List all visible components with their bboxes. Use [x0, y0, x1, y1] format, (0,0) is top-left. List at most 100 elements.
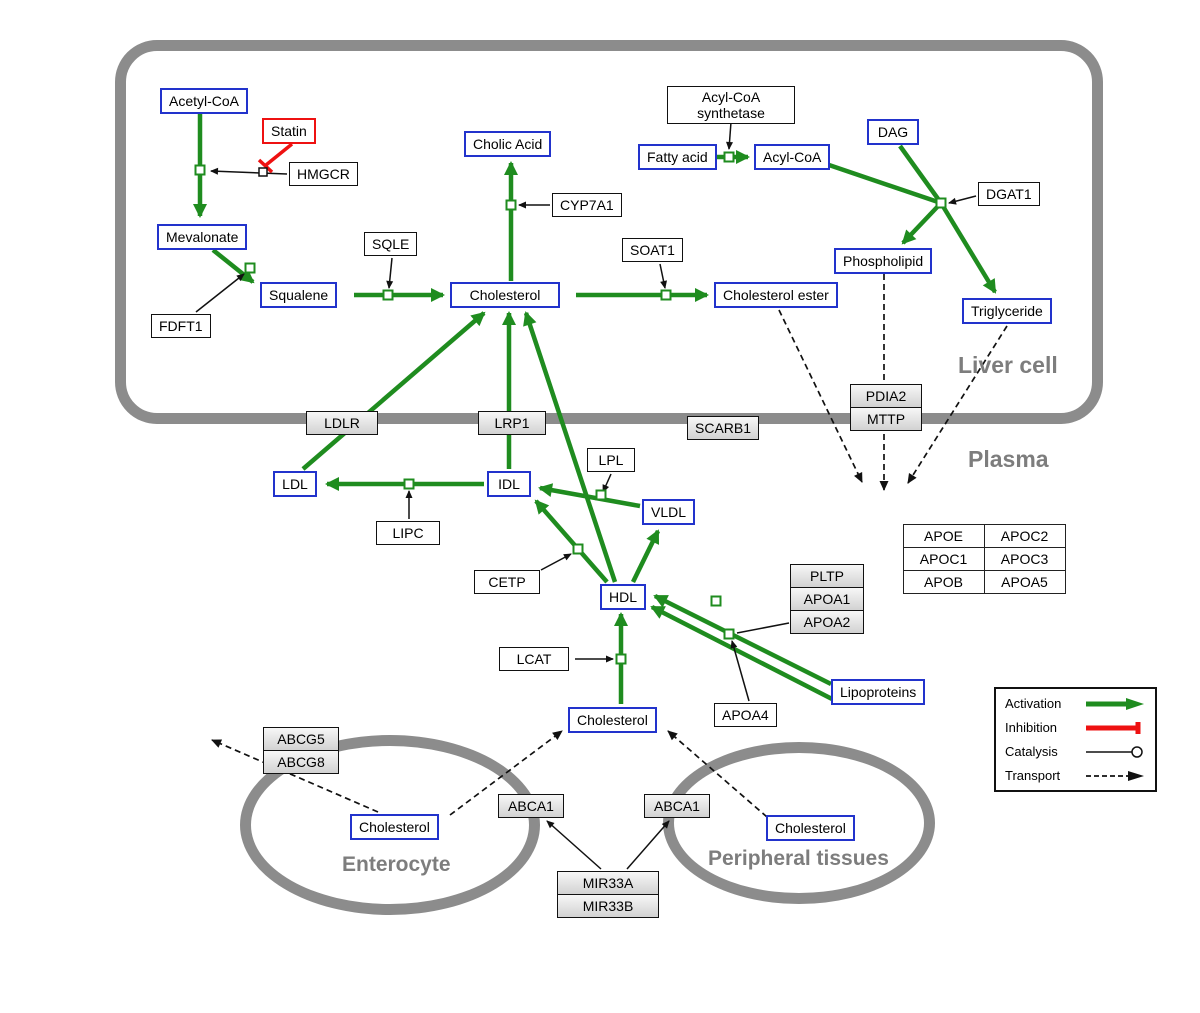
peripheral-tissues-label: Peripheral tissues [708, 847, 889, 870]
legend-row-catalysis: Catalysis [1005, 744, 1146, 759]
node-acyl-coa-synthetase[interactable]: Acyl-CoA synthetase [667, 86, 795, 124]
legend-row-inhibition: Inhibition [1005, 720, 1146, 735]
node-soat1[interactable]: SOAT1 [622, 238, 683, 262]
node-scarb1[interactable]: SCARB1 [687, 416, 760, 440]
node-lipoproteins[interactable]: Lipoproteins [831, 679, 926, 705]
node-cholic-acid[interactable]: Cholic Acid [464, 131, 552, 157]
node-vldl[interactable]: VLDL [642, 499, 696, 525]
node-mevalonate[interactable]: Mevalonate [157, 224, 248, 250]
node-dgat1[interactable]: DGAT1 [978, 182, 1040, 206]
node-lrp1[interactable]: LRP1 [478, 411, 546, 435]
node-squalene[interactable]: Squalene [260, 282, 338, 308]
node-sqle[interactable]: SQLE [364, 232, 418, 256]
node-idl[interactable]: IDL [487, 471, 531, 497]
edge-hdl-idl-via-cetp [534, 499, 609, 584]
edge-catalysis-lpl [602, 473, 612, 493]
edge-catalysis-cetp [540, 553, 572, 571]
edge-catalysis-dgat1 [948, 195, 977, 205]
node-mttp[interactable]: MTTP [851, 407, 921, 430]
node-apoa2[interactable]: APOA2 [791, 610, 863, 633]
reaction-node [615, 653, 627, 665]
reaction-node [710, 595, 722, 607]
node-cholesterol-plasma[interactable]: Cholesterol [568, 707, 657, 733]
reaction-node [723, 151, 735, 163]
stack-pdia2-mttp: PDIA2 MTTP [850, 384, 922, 431]
node-mir33a[interactable]: MIR33A [558, 872, 658, 894]
node-abca1-right[interactable]: ABCA1 [644, 794, 710, 818]
node-ldlr[interactable]: LDLR [306, 411, 378, 435]
node-hmgcr[interactable]: HMGCR [289, 162, 358, 186]
node-lcat[interactable]: LCAT [499, 647, 569, 671]
reaction-node [403, 478, 415, 490]
edge-mevalonate-squalene [211, 248, 255, 284]
legend-transport-label: Transport [1005, 768, 1061, 783]
node-apoa1[interactable]: APOA1 [791, 587, 863, 610]
activation-arrow-icon [1086, 697, 1144, 710]
node-statin[interactable]: Statin [262, 118, 316, 144]
apo-cell[interactable]: APOB [902, 569, 985, 594]
node-pdia2[interactable]: PDIA2 [851, 385, 921, 407]
edge-catalysis-hmgcr [210, 167, 288, 175]
node-apoa4[interactable]: APOA4 [714, 703, 777, 727]
enterocyte-compartment [240, 735, 540, 915]
apo-cell[interactable]: APOA5 [983, 569, 1066, 594]
node-cetp[interactable]: CETP [474, 570, 540, 594]
edge-catalysis-pltp-apoa [736, 622, 790, 634]
plasma-label: Plasma [968, 446, 1049, 472]
liver-cell-label: Liver cell [958, 352, 1058, 378]
edge-catalysis-fdft1 [195, 273, 245, 313]
node-abcg8[interactable]: ABCG8 [264, 750, 338, 773]
enterocyte-label: Enterocyte [342, 853, 451, 876]
liver-cell-compartment [115, 40, 1103, 424]
node-lpl[interactable]: LPL [587, 448, 635, 472]
node-cholesterol-enterocyte[interactable]: Cholesterol [350, 814, 439, 840]
edge-catalysis-sqle [386, 257, 394, 289]
node-mir33b[interactable]: MIR33B [558, 894, 658, 917]
legend-catalysis-label: Catalysis [1005, 744, 1058, 759]
inhibition-tbar-icon [1086, 721, 1141, 734]
catalysis-circle-icon [1086, 745, 1143, 758]
node-fatty-acid[interactable]: Fatty acid [638, 144, 717, 170]
node-abca1-left[interactable]: ABCA1 [498, 794, 564, 818]
edge-ldl-cholesterol-via-ldlr [301, 311, 486, 471]
edge-transport-peripheral-plasma [667, 730, 768, 818]
edge-catalysis-acylcoa-synthetase [726, 121, 734, 150]
node-abcg5[interactable]: ABCG5 [264, 728, 338, 750]
node-phospholipid[interactable]: Phospholipid [834, 248, 933, 274]
node-acyl-coa[interactable]: Acyl-CoA [754, 144, 831, 170]
node-cholesterol-peripheral[interactable]: Cholesterol [766, 815, 855, 841]
edge-catalysis-soat1 [659, 263, 667, 289]
edge-transport-enterocyte-abcg58 [211, 739, 379, 813]
transport-dashed-arrow-icon [1086, 770, 1144, 781]
node-pltp[interactable]: PLTP [791, 565, 863, 587]
apo-cell[interactable]: APOC2 [983, 523, 1066, 548]
reaction-node [660, 289, 672, 301]
apo-cell[interactable]: APOC1 [902, 546, 985, 571]
reaction-node [723, 628, 735, 640]
edge-lipoproteins-hdl-1 [653, 593, 833, 687]
edge-mir33-abca1-right [626, 820, 670, 870]
edge-transport-cholesterolester-plasma [778, 309, 863, 483]
node-dag[interactable]: DAG [867, 119, 919, 145]
node-acetyl-coa[interactable]: Acetyl-CoA [160, 88, 249, 114]
edge-inhibition-statin [264, 142, 294, 167]
edge-vldl-idl [538, 483, 641, 509]
reaction-node [194, 164, 206, 176]
stack-abcg5-abcg8: ABCG5 ABCG8 [263, 727, 339, 774]
node-cholesterol-liver[interactable]: Cholesterol [450, 282, 560, 308]
node-ldl[interactable]: LDL [273, 471, 317, 497]
apo-cell[interactable]: APOC3 [983, 546, 1066, 571]
reaction-node [244, 262, 256, 274]
node-hdl[interactable]: HDL [600, 584, 647, 610]
edge-hdl-vldl [630, 529, 661, 583]
node-fdft1[interactable]: FDFT1 [151, 314, 211, 338]
legend-activation-label: Activation [1005, 696, 1062, 711]
reaction-node [595, 489, 607, 501]
apo-cell[interactable]: APOE [902, 523, 985, 548]
node-cholesterol-ester[interactable]: Cholesterol ester [714, 282, 838, 308]
node-lipc[interactable]: LIPC [376, 521, 440, 545]
legend-inhibition-label: Inhibition [1005, 720, 1058, 735]
node-triglyceride[interactable]: Triglyceride [962, 298, 1052, 324]
node-cyp7a1[interactable]: CYP7A1 [552, 193, 622, 217]
